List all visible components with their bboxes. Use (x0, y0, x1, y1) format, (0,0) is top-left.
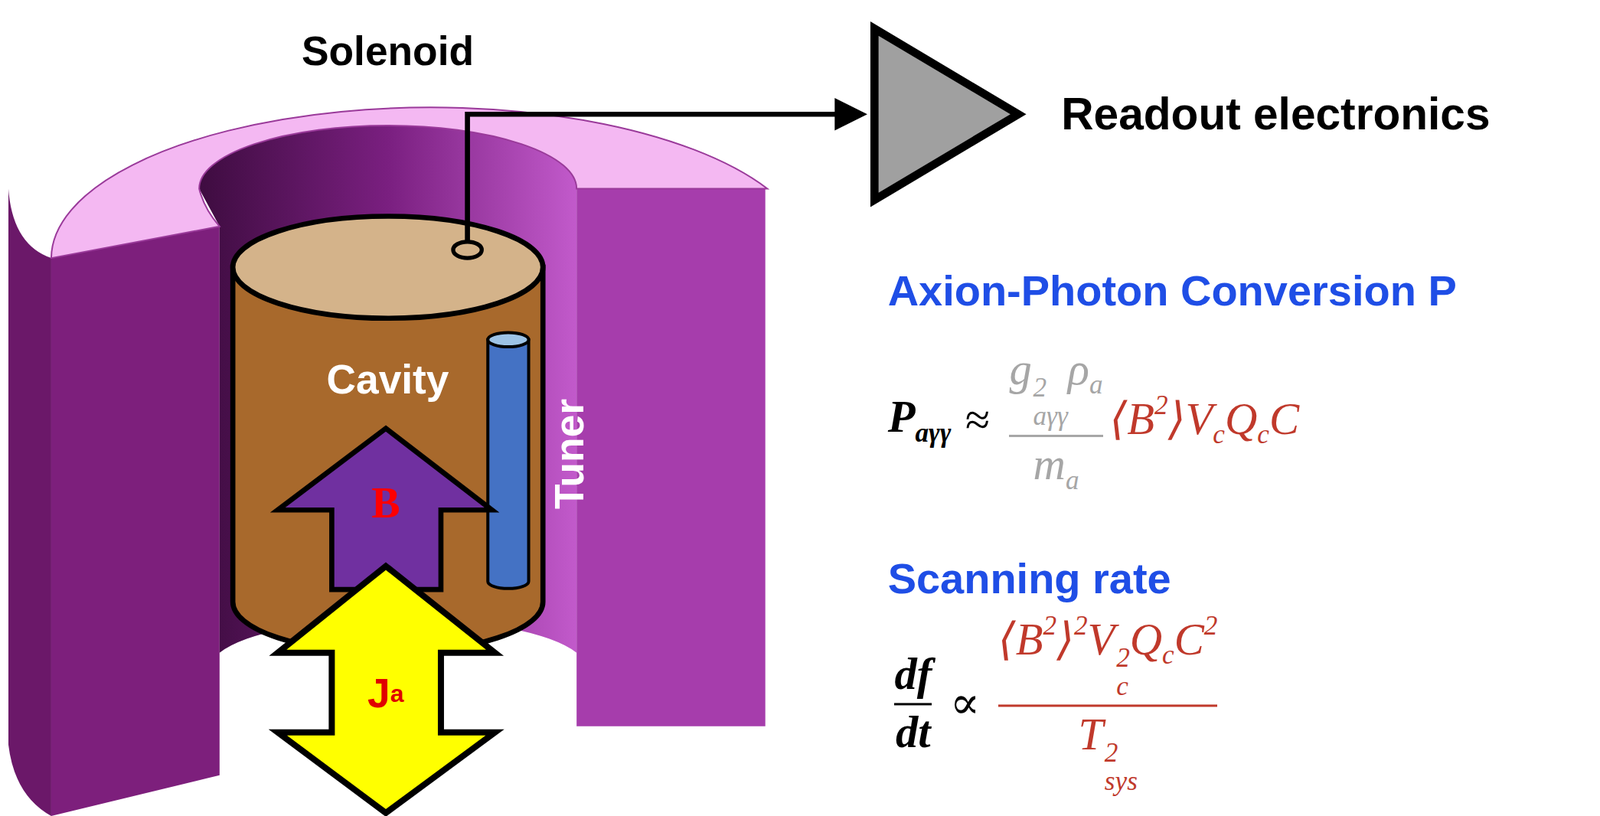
text-group: df (894, 649, 932, 700)
text-group: 2 (1204, 610, 1218, 641)
text-group: aγγ (914, 417, 951, 448)
label-text: 2 (1033, 374, 1068, 403)
text-group: 2 (1043, 610, 1058, 641)
amplifier-symbol (874, 28, 1019, 200)
scan-rate-formula: dfdt∝⟨B2⟩2V2cQcC2T2sys (888, 611, 1225, 797)
text-group: c (1162, 640, 1175, 671)
readout-port (453, 241, 482, 258)
label-text: Tuner (546, 398, 592, 510)
label-text: C (1269, 394, 1300, 445)
label-text: dt (895, 708, 931, 758)
label-text: ⟨B (1109, 394, 1155, 445)
tuner-rod (487, 339, 529, 589)
text-group: Paγγ (888, 392, 952, 448)
label-text: Readout electronics (1061, 89, 1490, 140)
text-group: 2 (1074, 610, 1088, 641)
text-group: ⟨B2⟩2V2cQcC2 (998, 611, 1218, 702)
cavity-top (232, 215, 543, 318)
text-group: 2 (1154, 389, 1169, 420)
label-text: Q (1224, 394, 1258, 445)
wire-arrowhead (834, 97, 868, 131)
label-text: B (371, 480, 400, 529)
label-text: g (1008, 344, 1032, 395)
cavity-label: Cavity (326, 357, 450, 403)
label-text: ρ (1067, 344, 1090, 395)
text-group: ma (1033, 440, 1080, 496)
label-text: 2 (1116, 644, 1130, 673)
label-text: 2 (1204, 610, 1218, 641)
label-text: 2 (1043, 610, 1058, 641)
label-text: Q (1129, 615, 1163, 666)
label-text: 2 (1074, 610, 1088, 641)
label-text: Axion-Photon Conversion P (888, 267, 1457, 315)
fraction-bar (1008, 434, 1103, 438)
text-group: c (1212, 419, 1225, 450)
label-text: a (390, 679, 405, 708)
fraction-bar (998, 705, 1218, 708)
text-group: ∝ (950, 679, 981, 729)
solenoid-cut-face (576, 189, 766, 727)
label-text: ⟨B (998, 615, 1044, 666)
label-text: C (1174, 615, 1205, 666)
text-group: 2c (1116, 644, 1130, 702)
readout-label: Readout electronics (1061, 89, 1490, 140)
text-group: dt (895, 708, 931, 759)
tuner-label: Tuner (546, 398, 592, 510)
label-text: V (1087, 615, 1116, 666)
label-text: T (1077, 710, 1104, 761)
label-text: ⟩V (1168, 394, 1214, 445)
current-label: Ja (367, 671, 404, 717)
label-text: c (1116, 672, 1130, 702)
label-text: c (1257, 419, 1270, 450)
axion-current-arrow (277, 566, 496, 814)
label-text: aγγ (914, 417, 951, 448)
fraction-bar (894, 702, 932, 706)
label-text: 2 (1104, 739, 1138, 768)
label-text: c (1162, 640, 1175, 671)
label-text: c (1212, 419, 1225, 450)
label-text: 2 (1154, 389, 1169, 420)
text-group: df dt (894, 649, 932, 758)
text-group: a (1065, 465, 1080, 496)
label-text: m (1033, 439, 1066, 490)
label-text: a (1065, 465, 1080, 496)
text-group: 2sys (1104, 739, 1138, 797)
text-group: g2aγγρama (1008, 345, 1103, 496)
label-text: ∝ (950, 678, 981, 729)
section-heading: Scanning rate (888, 555, 1172, 603)
text-group: a (390, 680, 405, 708)
label-text: Cavity (326, 357, 450, 403)
solenoid-cut-face (51, 226, 220, 816)
label-text: Scanning rate (888, 555, 1172, 603)
label-text: a (1089, 369, 1104, 400)
solenoid-label: Solenoid (301, 28, 474, 74)
text-group: a (1089, 369, 1104, 400)
label-text: J (367, 671, 391, 717)
text-group: T2sys (1077, 711, 1137, 797)
text-group: ⟨B2⟩2V2cQcC2T2sys (998, 611, 1218, 797)
text-group: ⟨B2⟩VcQcC (1109, 390, 1300, 450)
label-text: ≈ (964, 395, 990, 445)
solenoid-outer-wall (8, 189, 52, 816)
label-text: aγγ (1033, 402, 1068, 432)
text-group: g2aγγρa (1008, 345, 1103, 432)
label-text: sys (1104, 767, 1138, 797)
text-group: 2aγγ (1033, 374, 1068, 432)
label-text: Solenoid (301, 28, 474, 74)
text-group: c (1257, 419, 1270, 450)
section-heading: Axion-Photon Conversion P (888, 267, 1457, 315)
power-formula: Paγγ≈g2aγγρama⟨B2⟩VcQcC (888, 345, 1300, 496)
field-label: B (371, 480, 400, 529)
label-text: P (888, 391, 916, 442)
tuner-top (487, 332, 529, 347)
label-text: ⟩ (1056, 615, 1075, 666)
text-group: ≈ (964, 395, 990, 446)
readout-wire (467, 114, 840, 241)
label-text: df (894, 649, 932, 699)
